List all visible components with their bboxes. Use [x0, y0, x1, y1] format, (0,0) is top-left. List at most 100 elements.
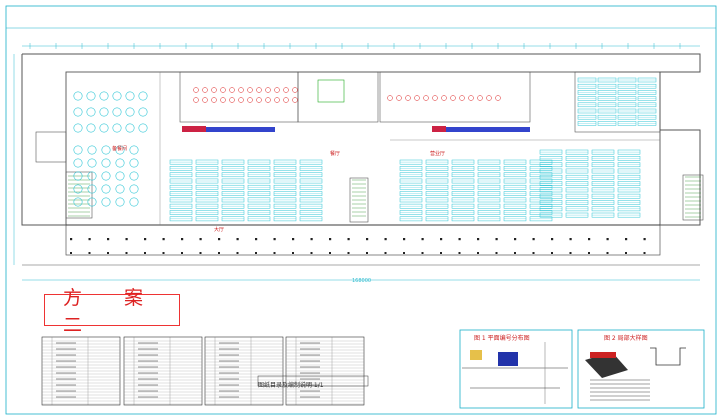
round-table: [73, 171, 83, 181]
column-dot: [292, 238, 295, 241]
column-dot: [643, 238, 646, 241]
equipment-block: [498, 352, 518, 366]
booth-seat: [459, 95, 465, 101]
round-table: [73, 184, 83, 194]
round-table: [125, 123, 135, 133]
column-dot: [403, 252, 405, 254]
equipment-block-yellow: [470, 350, 482, 360]
round-table: [115, 184, 125, 194]
column-dot: [514, 238, 517, 241]
column-dot: [181, 252, 183, 254]
round-table: [101, 197, 111, 207]
booth-seat: [211, 87, 217, 93]
round-table: [115, 171, 125, 181]
booth-seat: [220, 97, 226, 103]
main-hall-wall: [65, 71, 661, 226]
column-dot: [310, 252, 313, 254]
detail-box-right: [577, 329, 705, 409]
annotation-4: 大厅: [214, 227, 225, 233]
booth-seat: [193, 87, 199, 93]
round-table: [86, 107, 96, 117]
booth-seat: [265, 97, 271, 103]
column-dot: [107, 238, 110, 241]
round-table: [101, 145, 111, 155]
column-dot: [218, 238, 221, 241]
column-dot: [606, 252, 609, 254]
round-table: [73, 197, 83, 207]
round-table: [112, 107, 122, 117]
kitchen-block-left: [179, 71, 299, 123]
stair-center: [349, 177, 369, 223]
column-dot: [199, 252, 202, 254]
column-dot: [477, 238, 480, 241]
round-table: [73, 91, 83, 101]
booth-seat: [202, 87, 208, 93]
round-table: [125, 107, 135, 117]
column-dot: [440, 252, 442, 254]
stair-right: [682, 174, 704, 221]
round-table: [138, 107, 148, 117]
column-dot: [310, 238, 313, 241]
booth-seat: [247, 87, 253, 93]
round-table: [101, 158, 111, 168]
booth-seat: [274, 87, 280, 93]
round-table: [129, 197, 139, 207]
round-table: [87, 184, 97, 194]
column-dot: [495, 252, 498, 254]
column-dot: [273, 238, 276, 241]
column-dot: [588, 238, 591, 241]
booth-seat: [283, 87, 289, 93]
scheme-title-box: 方 案 二: [44, 287, 180, 336]
detail-caption-middle: 图 1 平面编号分布图: [474, 335, 530, 342]
column-dot: [588, 252, 590, 254]
booth-seat: [274, 97, 280, 103]
column-dot: [88, 252, 91, 254]
column-dot: [236, 238, 239, 241]
column-dot: [569, 238, 572, 241]
round-table: [87, 171, 97, 181]
column-dot: [532, 252, 535, 254]
column-dot: [625, 252, 627, 254]
column-dot: [255, 238, 258, 241]
column-dot: [107, 252, 109, 254]
round-table: [138, 91, 148, 101]
round-table: [101, 184, 111, 194]
column-dot: [495, 238, 498, 241]
booth-seat: [202, 97, 208, 103]
booth-seat: [432, 95, 438, 101]
round-table: [129, 171, 139, 181]
column-dot: [643, 252, 646, 254]
detail-slab: [585, 352, 628, 378]
column-dot: [458, 252, 461, 254]
round-table: [99, 91, 109, 101]
column-dot: [236, 252, 239, 254]
column-dot: [292, 252, 294, 254]
round-table: [112, 91, 122, 101]
round-table: [73, 145, 83, 155]
round-table: [138, 123, 148, 133]
cashier-right: [432, 126, 446, 132]
column-dot: [273, 252, 276, 254]
booth-seat: [229, 87, 235, 93]
building-outline: [21, 53, 701, 226]
detail-section: [650, 347, 686, 366]
booth-seat: [423, 95, 429, 101]
booth-seat: [486, 95, 492, 101]
column-dot: [347, 252, 350, 254]
round-table: [73, 158, 83, 168]
column-dot: [199, 238, 202, 241]
booth-seat: [387, 95, 393, 101]
column-dot: [421, 238, 424, 241]
round-table: [73, 107, 83, 117]
booth-seat: [220, 87, 226, 93]
column-dot: [181, 238, 184, 241]
cashier-left: [182, 126, 206, 132]
kitchen-block-right: [379, 71, 531, 123]
column-dot: [366, 252, 368, 254]
stair-left-bottom: [65, 171, 93, 219]
toilet-room: [317, 79, 345, 103]
round-table: [129, 145, 139, 155]
column-dot: [144, 238, 147, 241]
scheme-title: 方 案 二: [63, 287, 162, 336]
